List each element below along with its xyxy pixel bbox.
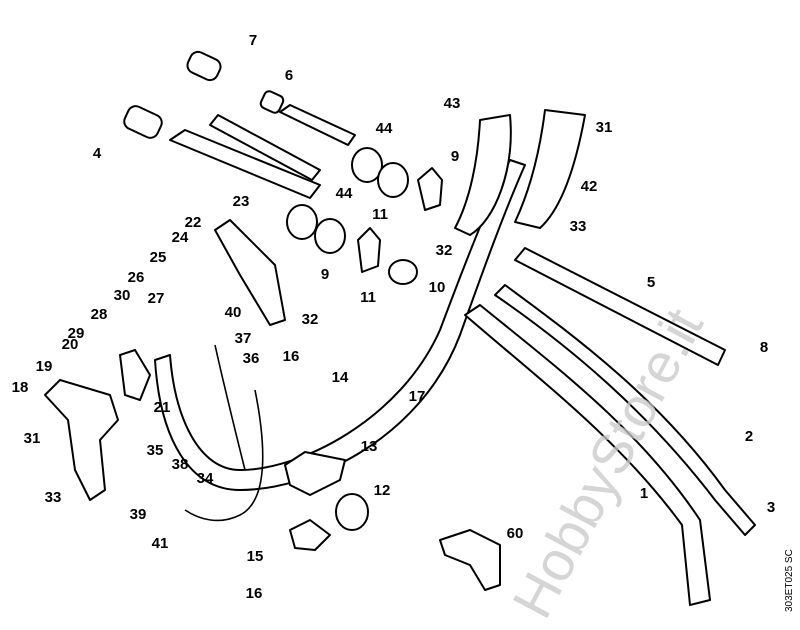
callout-label: 60 (507, 525, 524, 542)
callout-label: 14 (332, 369, 349, 386)
callout-label: 32 (302, 311, 319, 328)
callout-label: 44 (336, 185, 353, 202)
callout-label: 41 (152, 535, 169, 552)
bracket-9a (417, 167, 443, 211)
callout-label: 32 (436, 242, 453, 259)
control-handle-18 (44, 379, 119, 501)
callout-label: 9 (451, 148, 459, 165)
callout-label: 4 (93, 145, 102, 162)
tube-mid (209, 114, 321, 181)
clamp-44b (377, 162, 409, 198)
callout-label: 43 (444, 95, 461, 112)
callout-label: 6 (285, 67, 293, 84)
callout-label: 8 (760, 339, 768, 356)
callout-label: 28 (91, 306, 108, 323)
callout-label: 40 (225, 304, 242, 321)
callout-label: 19 (36, 358, 53, 375)
wires-36 (214, 344, 246, 471)
callout-label: 37 (235, 330, 252, 347)
callout-label: 16 (246, 585, 263, 602)
bush-10 (388, 259, 418, 285)
callout-label: 27 (148, 290, 165, 307)
clamp-13 (284, 451, 346, 496)
callout-label: 1 (640, 485, 648, 502)
grip-43 (454, 114, 512, 236)
callout-label: 29 (68, 325, 85, 342)
callout-label: 30 (114, 287, 131, 304)
drawing-code: 303ET025 SC (784, 549, 795, 612)
callout-label: 3 (767, 499, 775, 516)
callout-label: 11 (372, 206, 388, 223)
grip-cover-42 (514, 109, 586, 229)
throttle-22 (214, 219, 286, 326)
callout-label: 22 (185, 214, 202, 231)
callout-label: 17 (409, 388, 426, 405)
callout-label: 18 (12, 379, 29, 396)
clamp-44d (314, 218, 346, 254)
handlebar-parts (44, 50, 756, 606)
bracket-9b (357, 227, 381, 273)
tube-6 (279, 104, 356, 146)
callout-label: 34 (197, 470, 214, 487)
bush-12 (335, 493, 369, 531)
callout-label: 33 (570, 218, 587, 235)
handlebar-tube (154, 159, 526, 491)
cable-41 (184, 389, 264, 522)
sleeve-7 (186, 50, 222, 82)
callout-label: 31 (24, 430, 41, 447)
callout-label: 36 (243, 350, 260, 367)
callout-label: 33 (45, 489, 62, 506)
callout-label: 44 (376, 120, 393, 137)
callout-label: 25 (150, 249, 167, 266)
callout-label: 26 (128, 269, 145, 286)
sleeve-4 (123, 105, 163, 139)
clamp-15 (289, 519, 331, 551)
callout-label: 39 (130, 506, 147, 523)
callout-label: 35 (147, 442, 164, 459)
shaft-2 (494, 284, 756, 536)
callout-label: 31 (596, 119, 613, 136)
clamp-44a (351, 147, 383, 183)
callout-label: 10 (429, 279, 446, 296)
callout-label: 5 (647, 274, 655, 291)
trigger-21 (119, 349, 151, 401)
callout-label: 20 (62, 336, 79, 353)
bush-6 (259, 90, 285, 114)
clamp-44c (286, 204, 318, 240)
callout-label: 2 (745, 428, 753, 445)
callout-labels: 7644444943314233232224252627302829403736… (12, 32, 776, 602)
callout-label: 11 (360, 289, 376, 306)
callout-label: 15 (247, 548, 264, 565)
callout-label: 16 (283, 348, 300, 365)
callout-label: 38 (172, 456, 189, 473)
callout-label: 24 (172, 229, 189, 246)
callout-label: 13 (361, 438, 378, 455)
tube-4 (169, 129, 321, 199)
callout-label: 21 (154, 399, 171, 416)
guard-60 (439, 529, 501, 591)
callout-label: 12 (374, 482, 391, 499)
shaft-5 (514, 247, 726, 366)
callout-label: 42 (581, 178, 598, 195)
callout-label: 23 (233, 193, 250, 210)
shaft-1 (464, 304, 711, 606)
callout-label: 9 (321, 266, 329, 283)
callout-label: 7 (249, 32, 257, 49)
